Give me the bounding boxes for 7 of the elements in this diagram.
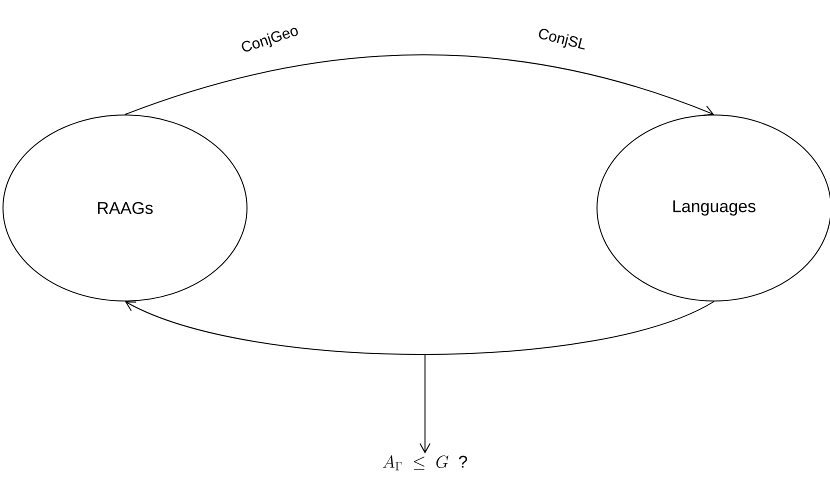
arrow	[125, 301, 714, 355]
edge-label: ConjGeo	[238, 22, 302, 58]
ellipse-node: RAAGs	[2, 114, 248, 302]
formula-text: $A_{\Gamma} \;\leq\; G$ ?	[382, 455, 468, 470]
arrow	[124, 54, 714, 116]
arc-label: ConjSL	[538, 28, 585, 50]
arrow	[420, 354, 430, 454]
